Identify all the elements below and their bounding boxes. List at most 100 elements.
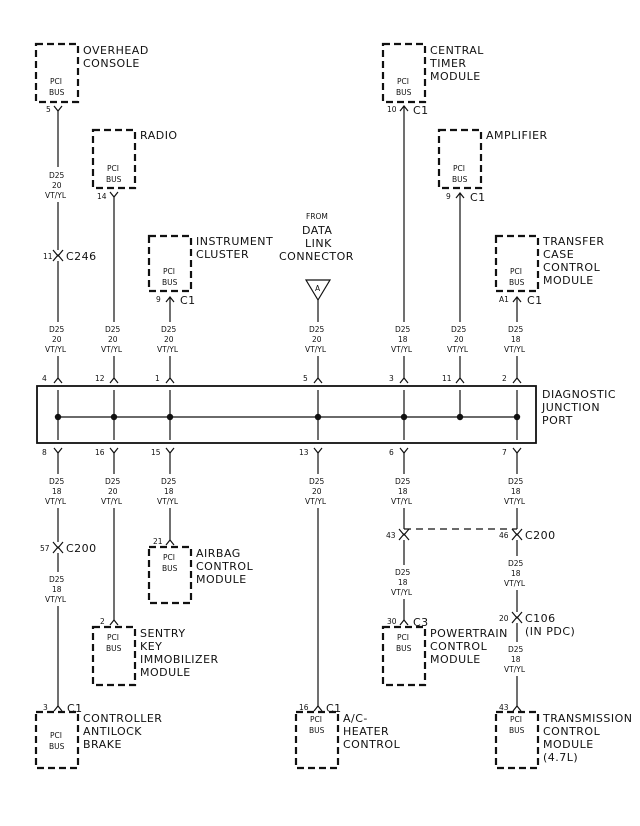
- connector-c200-right: C200: [525, 529, 556, 542]
- junction-port-label-3: PORT: [542, 414, 573, 427]
- pci-bus-label: PCI: [397, 77, 409, 86]
- wire-label: D25: [395, 568, 411, 577]
- wire-label: D25: [508, 477, 524, 486]
- wire-label: 18: [52, 585, 62, 594]
- central-timer-label-3: MODULE: [430, 70, 481, 83]
- module-box: [494, 234, 540, 293]
- connector-pin-symbol: [512, 377, 522, 384]
- pci-bus-label: BUS: [396, 644, 412, 653]
- module-box: [34, 710, 80, 770]
- pci-bus-label: BUS: [49, 742, 65, 751]
- wire-label: 18: [511, 569, 521, 578]
- connector-pin-symbol: [109, 191, 119, 198]
- module-transmission-control: PCI BUS TRANSMISSION CONTROL MODULE (4.7…: [494, 710, 632, 770]
- airbag-label-3: MODULE: [196, 573, 247, 586]
- module-box: [147, 545, 193, 605]
- junction-port-label-1: DIAGNOSTIC: [542, 388, 616, 401]
- connector-pin-symbol: [52, 254, 64, 262]
- junction-taps: [54, 390, 521, 440]
- connector-pin-symbol: [52, 541, 64, 549]
- diagnostic-junction-port: DIAGNOSTIC JUNCTION PORT: [36, 385, 616, 444]
- pci-bus-label: BUS: [106, 175, 122, 184]
- pin-number: 14: [97, 192, 107, 201]
- connector-pin-symbol: [399, 619, 409, 626]
- tcm-label-1: TRANSMISSION: [542, 712, 632, 725]
- module-box: [294, 710, 340, 770]
- ac-heater-label-3: CONTROL: [343, 738, 401, 751]
- diagram-label: A: [315, 284, 321, 293]
- module-box: [91, 128, 137, 190]
- tcm-label-2: CONTROL: [543, 725, 601, 738]
- wire-label: 20: [312, 487, 322, 496]
- connector-label: C1: [180, 294, 196, 307]
- pci-bus-label: BUS: [309, 726, 325, 735]
- wire-label: VT/YL: [101, 497, 123, 506]
- connector-pin-symbol: [53, 705, 63, 712]
- connector-pin-symbol: [398, 528, 410, 536]
- module-box: [381, 625, 427, 687]
- instrument-cluster-label-2: CLUSTER: [196, 248, 249, 261]
- connector-label: C3: [413, 616, 429, 629]
- connector-pin-symbol: [512, 705, 522, 712]
- pin-number: 5: [46, 105, 51, 114]
- wire-label: VT/YL: [391, 588, 413, 597]
- wire-label: VT/YL: [504, 665, 526, 674]
- pci-bus-label: PCI: [310, 715, 322, 724]
- djp-pin-16: 16: [95, 448, 105, 457]
- connector-pin-symbol: [52, 546, 64, 554]
- pci-bus-label: PCI: [163, 553, 175, 562]
- pci-bus-label: PCI: [50, 77, 62, 86]
- djp-pin-7: 7: [502, 448, 507, 457]
- wire-label: D25: [49, 477, 65, 486]
- connector-pin-symbol: [165, 539, 175, 546]
- connector-pin-symbol: [511, 528, 523, 536]
- djp-pin-1: 1: [155, 374, 160, 383]
- pci-bus-label: PCI: [453, 164, 465, 173]
- wire-label: D25: [49, 575, 65, 584]
- wire-label: D25: [105, 477, 121, 486]
- pin-number: 3: [43, 703, 48, 712]
- module-sentry-key-immobilizer: PCI BUS SENTRY KEY IMMOBILIZER MODULE: [91, 625, 218, 687]
- connector-pin-symbol: [511, 616, 523, 624]
- data-link-connector: FROM DATA LINK CONNECTOR A: [279, 212, 353, 302]
- pcm-label-2: CONTROL: [430, 640, 488, 653]
- connector-pin-symbol: [53, 377, 63, 384]
- wire-label: D25: [451, 325, 467, 334]
- connector-c200-left: C200: [66, 542, 97, 555]
- central-timer-label-2: TIMER: [429, 57, 467, 70]
- pci-bus-label: BUS: [396, 88, 412, 97]
- wire-label: 18: [398, 335, 408, 344]
- ac-heater-label-2: HEATER: [343, 725, 389, 738]
- pin-number: 10: [387, 105, 397, 114]
- djp-pin-12: 12: [95, 374, 105, 383]
- diagram-label: FROM: [306, 212, 328, 221]
- wire-label: 18: [511, 655, 521, 664]
- module-amplifier: PCI BUS AMPLIFIER 9 C1: [437, 128, 547, 204]
- wire-label: VT/YL: [391, 345, 413, 354]
- djp-pin-8: 8: [42, 448, 47, 457]
- djp-pin-11: 11: [442, 374, 452, 383]
- module-instrument-cluster: PCI BUS INSTRUMENT CLUSTER 9 C1: [147, 234, 273, 307]
- wire-label: D25: [309, 477, 325, 486]
- pci-bus-label: BUS: [162, 564, 178, 573]
- abs-label-1: CONTROLLER: [83, 712, 162, 725]
- connector-pin-symbol: [109, 377, 119, 384]
- pin-number: 9: [156, 295, 161, 304]
- module-box: [381, 42, 427, 104]
- pin-number: 30: [387, 617, 397, 626]
- tcm-label-3: MODULE: [543, 738, 594, 751]
- wire-label: VT/YL: [504, 497, 526, 506]
- connector-pin-symbol: [313, 377, 323, 384]
- wire-label: 20: [52, 181, 62, 190]
- diagram-label: 43: [386, 531, 396, 540]
- wire-label: 20: [52, 335, 62, 344]
- connector-pin-symbol: [398, 533, 410, 541]
- wire-label: VT/YL: [45, 191, 67, 200]
- module-radio: PCI BUS RADIO 14: [91, 128, 177, 201]
- wire-label: VT/YL: [504, 345, 526, 354]
- tcm-label-4: (4.7L): [543, 751, 578, 764]
- djp-pin-4: 4: [42, 374, 47, 383]
- djp-pin-13: 13: [299, 448, 309, 457]
- wire-label: 18: [52, 487, 62, 496]
